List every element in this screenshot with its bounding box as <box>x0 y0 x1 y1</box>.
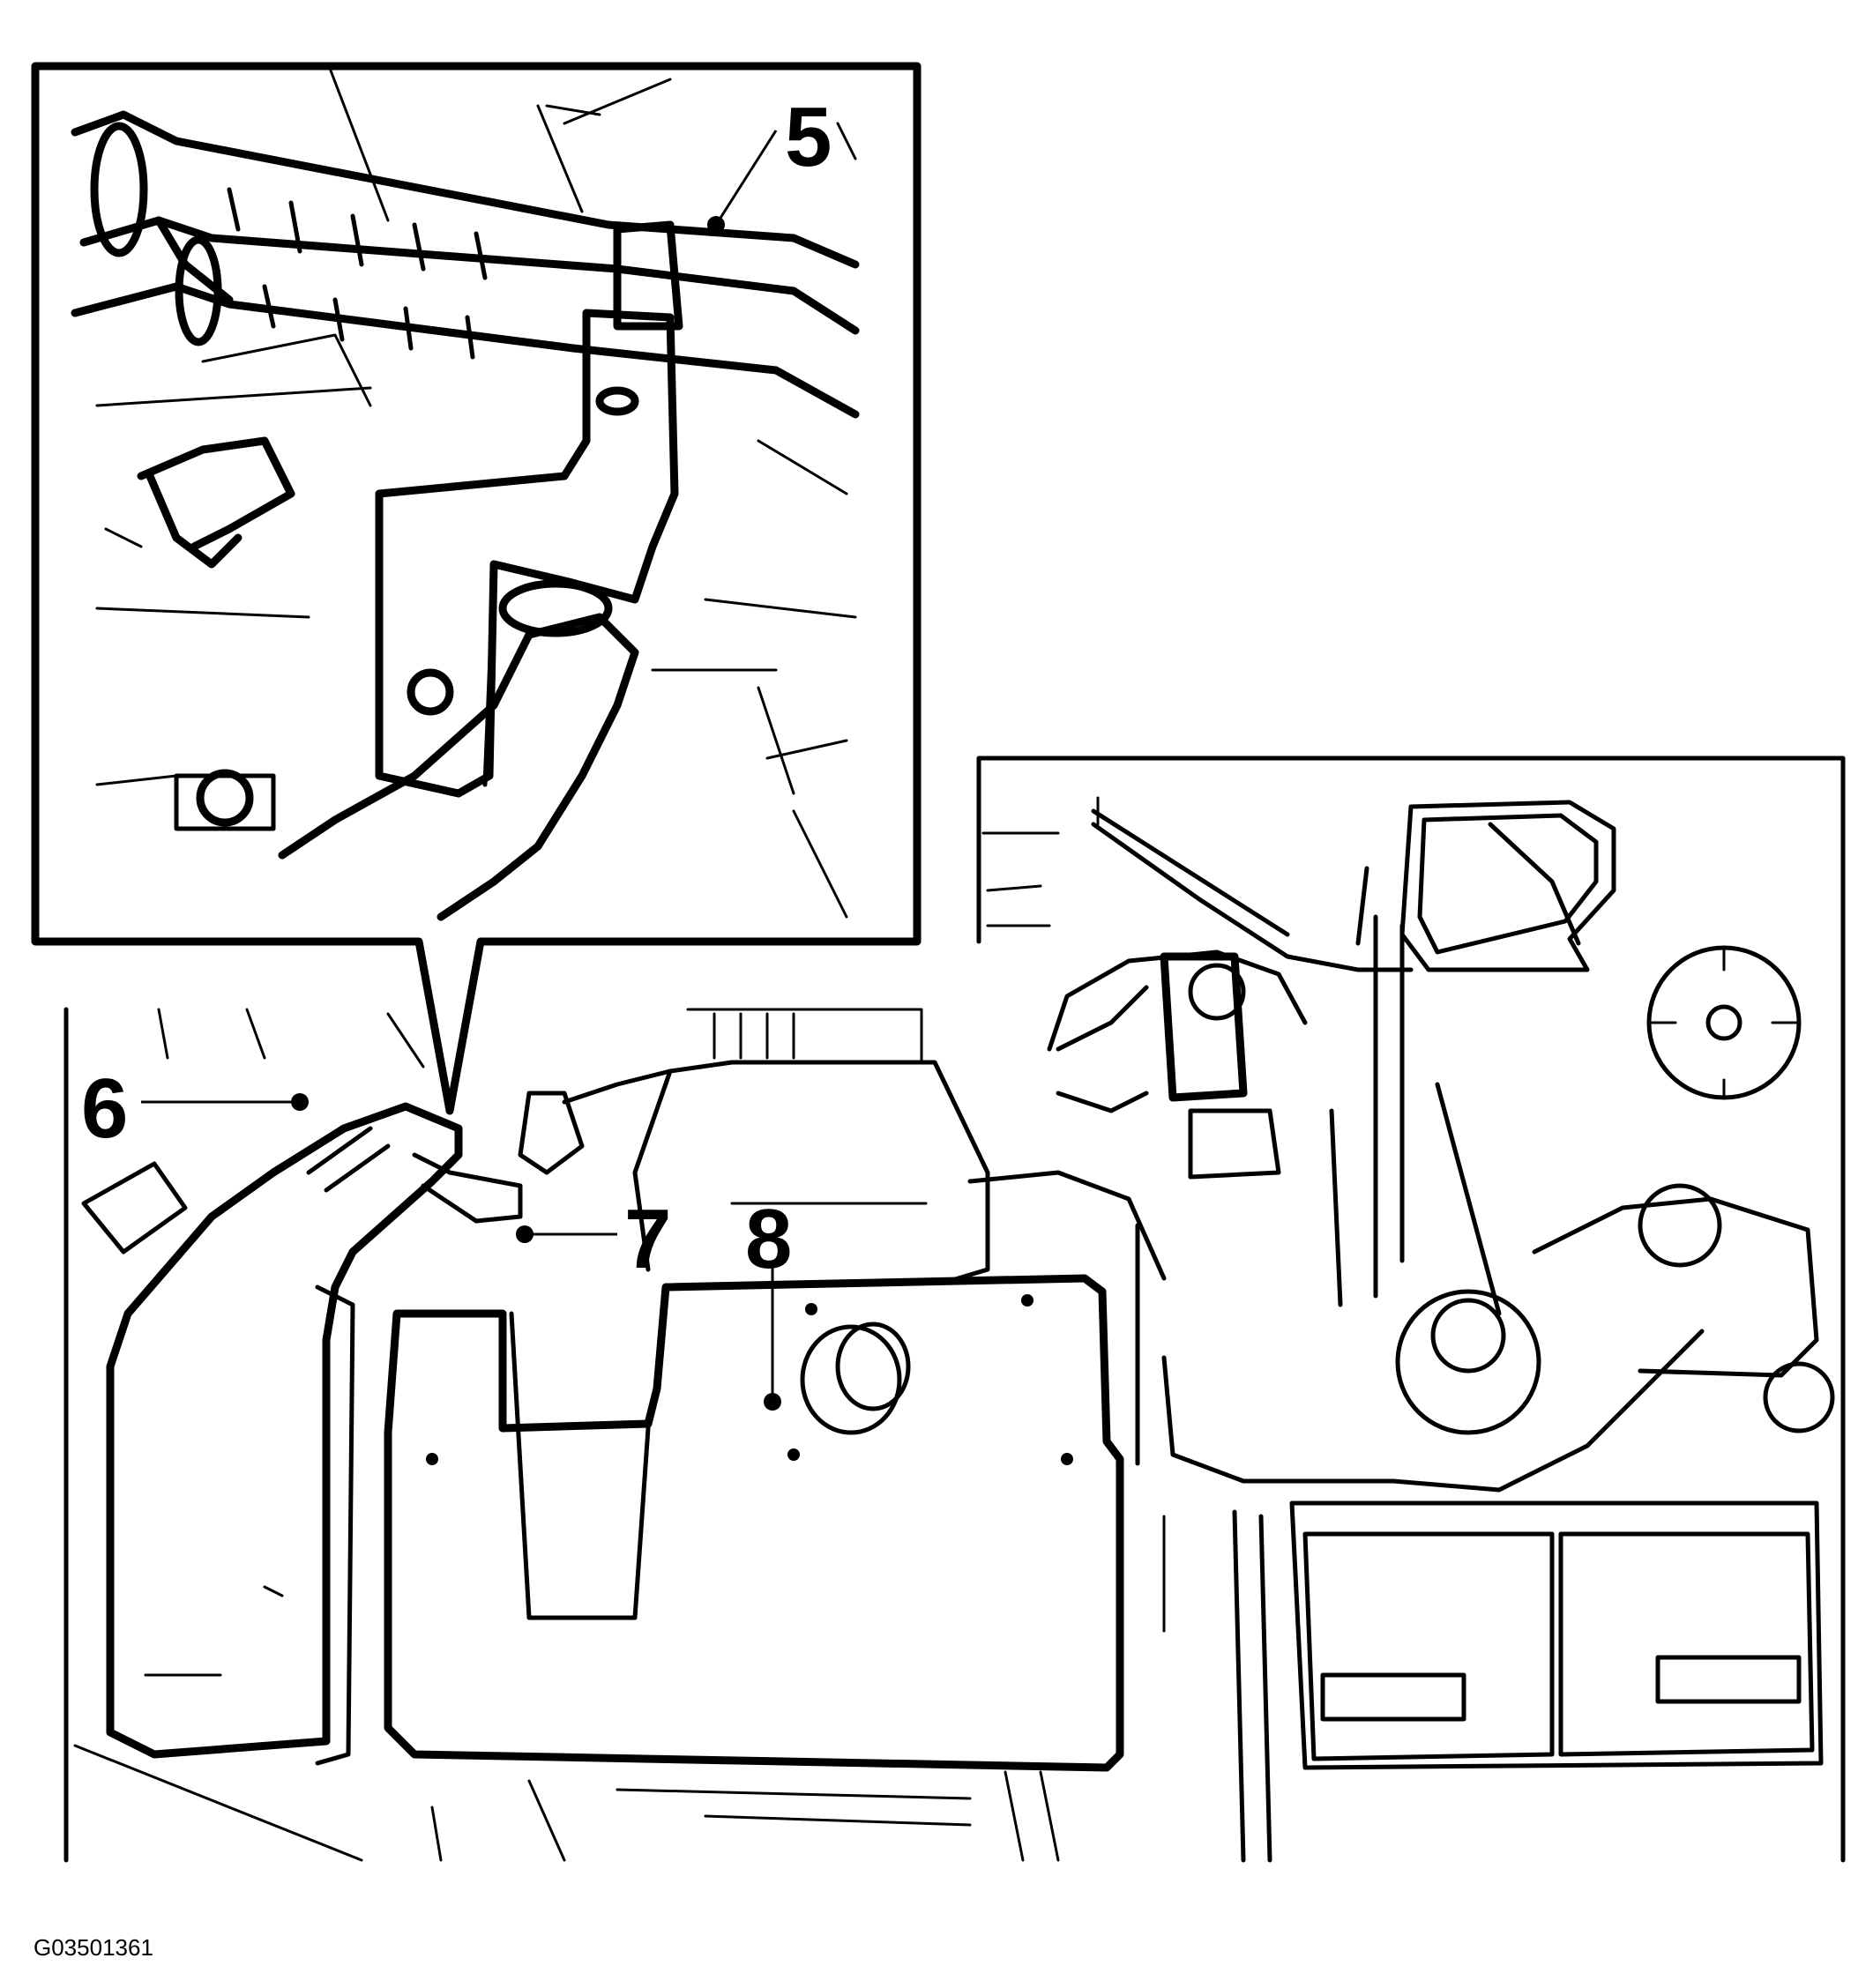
air-filter-housing <box>384 1274 1124 1772</box>
callout-5: 5 <box>785 90 832 184</box>
brake-booster <box>1047 949 1308 1180</box>
main-hoses <box>967 808 1705 1863</box>
figure-id: G03501361 <box>34 1934 153 1961</box>
inset-background-lines <box>95 104 857 919</box>
main-background-lines <box>73 796 1166 1862</box>
inset-hoses <box>71 69 860 419</box>
inset-frame <box>31 62 922 1115</box>
leader-7-dot <box>516 1225 534 1243</box>
callout-8: 8 <box>745 1192 792 1286</box>
callout-7: 7 <box>624 1192 671 1286</box>
main-frame <box>976 756 1846 1863</box>
main-view <box>63 756 1846 1863</box>
fluid-reservoirs <box>1395 1183 1835 1435</box>
strut-top <box>1646 945 1802 1100</box>
inset-lower-hose <box>137 436 639 921</box>
detail-inset <box>31 62 922 1115</box>
callout-leaders <box>141 130 781 1411</box>
inset-bracket <box>375 220 683 798</box>
leader-8-dot <box>764 1393 781 1411</box>
fuse-box <box>1399 800 1616 972</box>
battery <box>1289 1500 1824 1770</box>
throttle-body <box>412 1008 990 1290</box>
callout-6: 6 <box>81 1061 128 1156</box>
leader-6-dot <box>291 1093 309 1111</box>
intake-duct <box>81 1102 463 1766</box>
leader-5 <box>714 130 778 226</box>
leader-5-dot <box>707 216 725 234</box>
